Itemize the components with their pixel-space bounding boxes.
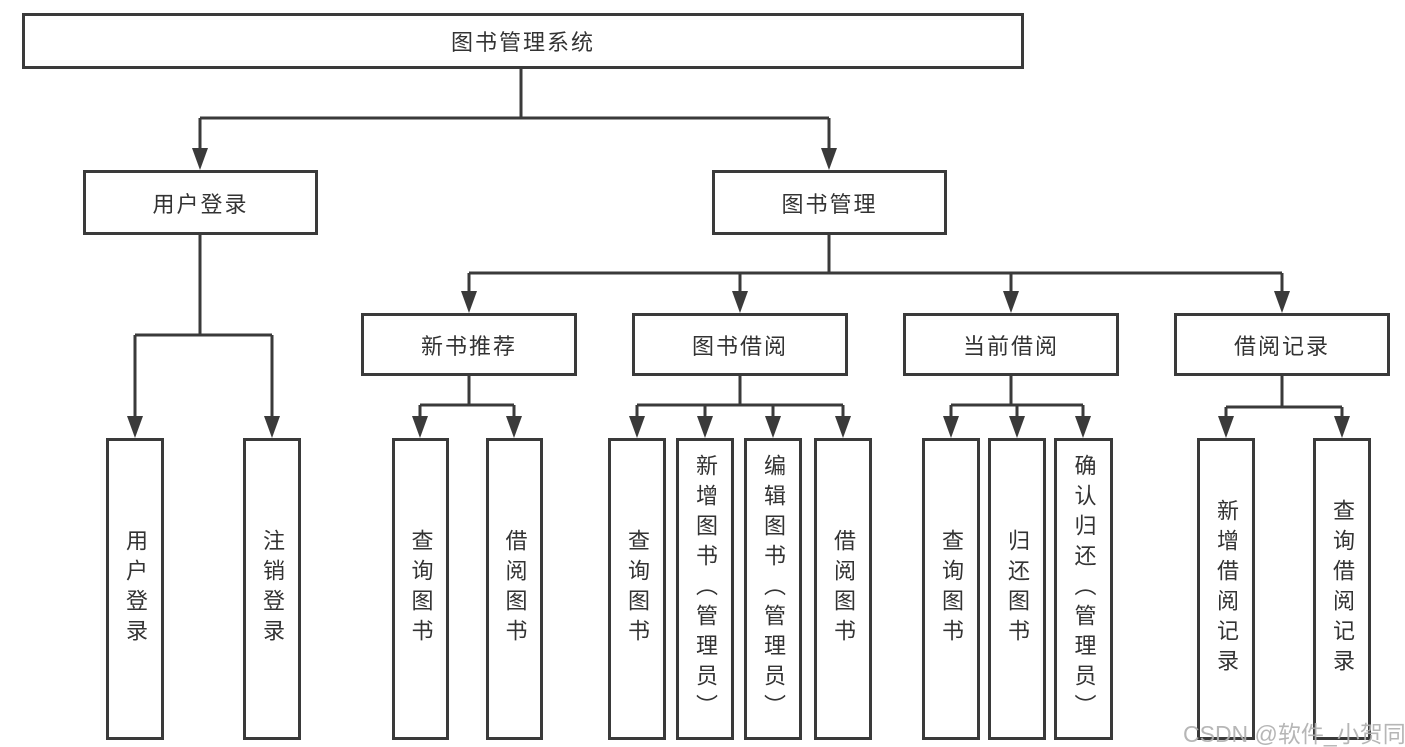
- leaf-label: 查询图书: [939, 529, 964, 649]
- node-label: 用户登录: [152, 191, 249, 217]
- leaf-label: 用户登录: [123, 529, 148, 649]
- node-label: 图书管理: [781, 191, 878, 217]
- node-label: 当前借阅: [962, 333, 1059, 359]
- leaf-label: 查询图书: [625, 529, 650, 649]
- leaf-newbook-borrow-books: 借阅图书: [486, 438, 543, 740]
- leaf-borrow-books: 借阅图书: [814, 438, 872, 740]
- leaf-add-borrow-record: 新增借阅记录: [1197, 438, 1255, 740]
- leaf-user-login: 用户登录: [106, 438, 164, 740]
- node-label: 新书推荐: [420, 333, 517, 359]
- leaf-current-query-books: 查询图书: [922, 438, 980, 740]
- leaf-label: 编辑图书（管理员）: [761, 454, 786, 724]
- node-label: 图书管理系统: [450, 30, 595, 55]
- leaf-label: 归还图书: [1005, 529, 1030, 649]
- node-new-book-recommend: 新书推荐: [361, 313, 577, 376]
- leaf-add-books-admin: 新增图书（管理员）: [676, 438, 734, 740]
- node-borrow-records: 借阅记录: [1174, 313, 1390, 376]
- leaf-return-books: 归还图书: [988, 438, 1046, 740]
- leaf-label: 确认归还（管理员）: [1071, 454, 1097, 724]
- leaf-label: 查询图书: [408, 529, 434, 649]
- leaf-label: 新增图书（管理员）: [693, 454, 718, 724]
- node-current-borrow: 当前借阅: [903, 313, 1119, 376]
- leaf-newbook-query-books: 查询图书: [392, 438, 449, 740]
- leaf-logout: 注销登录: [243, 438, 301, 740]
- node-label: 借阅记录: [1233, 333, 1330, 359]
- node-label: 图书借阅: [691, 333, 788, 359]
- node-user-login: 用户登录: [83, 170, 318, 235]
- leaf-label: 注销登录: [260, 529, 285, 649]
- csdn-watermark: CSDN @软件_小贺同学: [1183, 721, 1405, 747]
- leaf-label: 借阅图书: [831, 529, 856, 649]
- leaf-borrow-query-books: 查询图书: [608, 438, 666, 740]
- node-library-management-system: 图书管理系统: [22, 13, 1024, 69]
- node-book-borrow: 图书借阅: [632, 313, 848, 376]
- leaf-label: 借阅图书: [502, 529, 528, 649]
- leaf-query-borrow-record: 查询借阅记录: [1313, 438, 1371, 740]
- leaf-label: 新增借阅记录: [1214, 499, 1239, 679]
- leaf-edit-books-admin: 编辑图书（管理员）: [744, 438, 802, 740]
- leaf-label: 查询借阅记录: [1330, 499, 1355, 679]
- leaf-confirm-return-admin: 确认归还（管理员）: [1054, 438, 1113, 740]
- node-book-management: 图书管理: [712, 170, 947, 235]
